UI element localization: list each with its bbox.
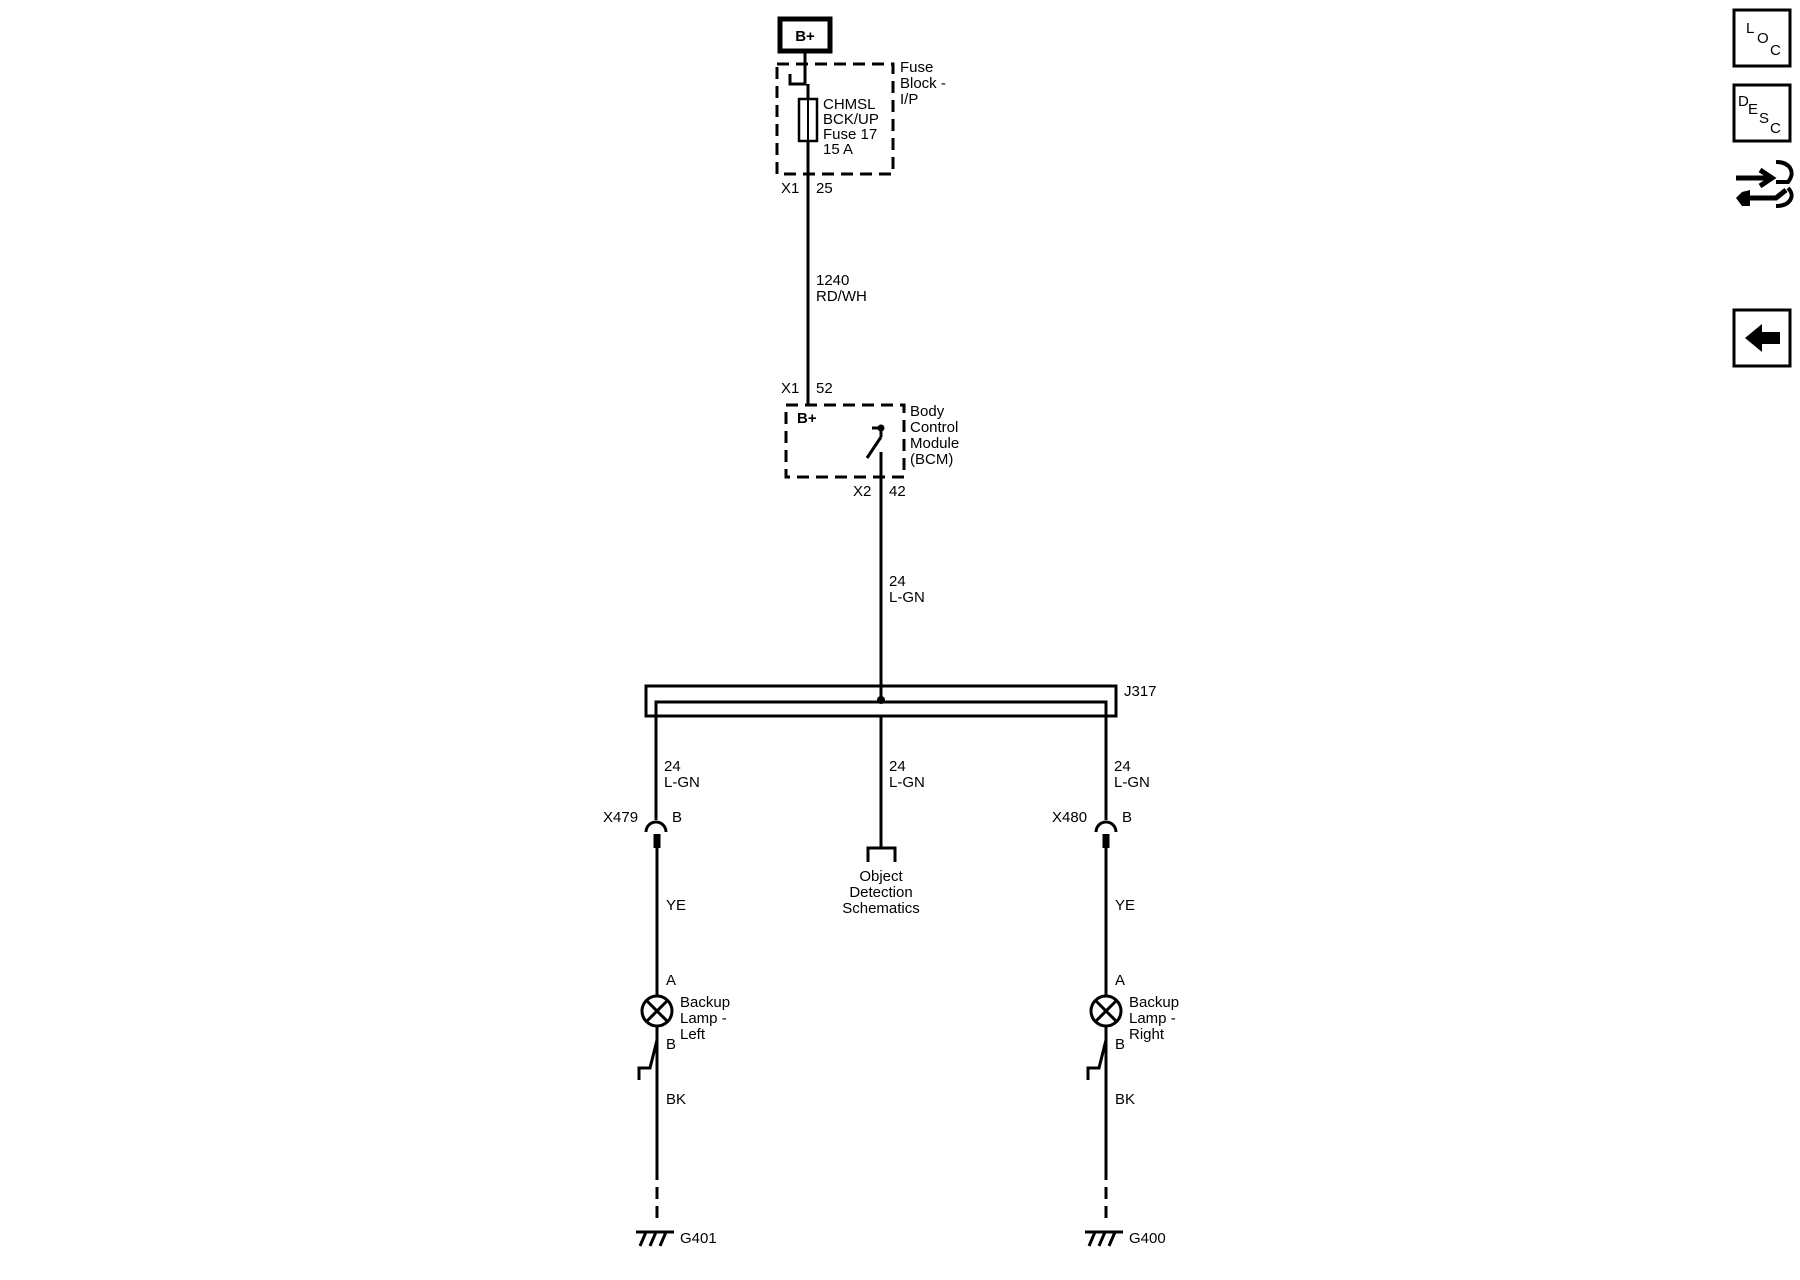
- right-wire-color: L-GN: [1114, 774, 1150, 791]
- bcm-name-1: Body: [910, 403, 945, 420]
- back-arrow-icon: [1745, 324, 1780, 352]
- loc-letter-o: O: [1757, 30, 1769, 47]
- splice-pack-j317: J317: [644, 683, 1157, 718]
- fuse-block: CHMSL BCK/UP Fuse 17 15 A Fuse Block - I…: [775, 59, 946, 197]
- left-lamp-name-2: Lamp -: [680, 1010, 727, 1027]
- right-connector-symbol: [1094, 820, 1118, 833]
- fuse-label-line-2: BCK/UP: [823, 111, 879, 128]
- left-connector-symbol: [644, 820, 668, 833]
- center-ref-3: Schematics: [842, 900, 920, 917]
- left-circuit: 24: [664, 758, 681, 775]
- fuse-busbar: [788, 66, 807, 86]
- left-lamp-name-3: Left: [680, 1026, 706, 1043]
- fuse-label-line-4: 15 A: [823, 141, 853, 158]
- bcm-in-connector: X1: [781, 380, 799, 397]
- left-connector-label: X479: [603, 809, 638, 826]
- right-circuit: 24: [1114, 758, 1131, 775]
- left-ground-tab: [637, 1039, 659, 1080]
- bcm-out-pin: 42: [889, 483, 906, 500]
- wire-1240-color: RD/WH: [816, 288, 867, 305]
- splice-label: J317: [1124, 683, 1157, 700]
- bcm-in-pin: 52: [816, 380, 833, 397]
- right-lamp-pin-a: A: [1115, 972, 1125, 989]
- desc-letter-d: D: [1738, 93, 1749, 110]
- fuse-block-outline: [775, 62, 895, 176]
- connector-tool-button[interactable]: [1736, 160, 1794, 208]
- bcm-name-2: Control: [910, 419, 958, 436]
- left-wire-color: L-GN: [664, 774, 700, 791]
- fuse-block-name-1: Fuse: [900, 59, 933, 76]
- left-ground-icon: [636, 1230, 674, 1247]
- bcm-output-switch: [865, 436, 883, 459]
- left-lamp-pin-a: A: [666, 972, 676, 989]
- object-detection-circuit: 24 L-GN Object Detection Schematics: [842, 716, 925, 917]
- bcm-name-3: Module: [910, 435, 959, 452]
- reference-symbol: [866, 846, 897, 862]
- right-connector-pin: B: [1122, 809, 1132, 826]
- wire-24-main-color: L-GN: [889, 589, 925, 606]
- fuse-block-connector: X1: [781, 180, 799, 197]
- desc-letter-e: E: [1748, 101, 1758, 118]
- fuse-block-name-3: I/P: [900, 91, 918, 108]
- left-connector-pin: B: [672, 809, 682, 826]
- bcm-supply-label: B+: [797, 410, 817, 427]
- center-ref-1: Object: [859, 868, 903, 885]
- loc-letter-l: L: [1746, 20, 1754, 37]
- center-ref-2: Detection: [849, 884, 912, 901]
- desc-button[interactable]: D E S C: [1732, 83, 1792, 143]
- wire-24-main-circuit: 24: [889, 573, 906, 590]
- right-lamp-pin-b: B: [1115, 1036, 1125, 1053]
- back-arrow-frame: [1732, 308, 1792, 368]
- fuse-block-name-2: Block -: [900, 75, 946, 92]
- right-lamp-name-1: Backup: [1129, 994, 1179, 1011]
- right-ground-icon: [1085, 1230, 1123, 1247]
- bcm-out-connector: X2: [853, 483, 871, 500]
- fuse-block-pin: 25: [816, 180, 833, 197]
- loc-letter-c: C: [1770, 42, 1781, 59]
- left-lamp-pin-b: B: [666, 1036, 676, 1053]
- loc-button[interactable]: L O C: [1732, 8, 1792, 68]
- body-control-module: X1 52 B+ Body Control Module (BCM) X2 42: [781, 380, 959, 500]
- right-bk-color: BK: [1115, 1091, 1135, 1108]
- wire-1240-circuit: 1240: [816, 272, 849, 289]
- left-ye-color: YE: [666, 897, 686, 914]
- center-wire-color: L-GN: [889, 774, 925, 791]
- right-ground-tab: [1086, 1039, 1108, 1080]
- right-backup-lamp-circuit: 24 L-GN X480 B YE A Backup Lamp - Right …: [1052, 716, 1179, 1247]
- bcm-name-4: (BCM): [910, 451, 953, 468]
- right-ground-label: G400: [1129, 1230, 1166, 1247]
- left-lamp-name-1: Backup: [680, 994, 730, 1011]
- splice-node: [877, 696, 885, 704]
- right-ye-color: YE: [1115, 897, 1135, 914]
- loc-icon: [1732, 8, 1792, 68]
- center-circuit: 24: [889, 758, 906, 775]
- fuse-label-line-3: Fuse 17: [823, 126, 877, 143]
- left-backup-lamp-circuit: 24 L-GN X479 B YE A Backup Lamp - Left B…: [603, 716, 730, 1247]
- fuse-label-line-1: CHMSL: [823, 96, 876, 113]
- left-bk-color: BK: [666, 1091, 686, 1108]
- battery-power-source: B+: [777, 16, 833, 54]
- bcm-outline: [784, 403, 906, 479]
- right-lamp-name-3: Right: [1129, 1026, 1165, 1043]
- desc-letter-s: S: [1759, 110, 1769, 127]
- desc-icon: [1732, 83, 1792, 143]
- power-label: B+: [795, 28, 815, 45]
- connector-tool-icon: [1736, 160, 1794, 208]
- right-connector-label: X480: [1052, 809, 1087, 826]
- right-lamp-name-2: Lamp -: [1129, 1010, 1176, 1027]
- back-button[interactable]: [1732, 308, 1792, 368]
- desc-letter-c: C: [1770, 120, 1781, 137]
- left-ground-label: G401: [680, 1230, 717, 1247]
